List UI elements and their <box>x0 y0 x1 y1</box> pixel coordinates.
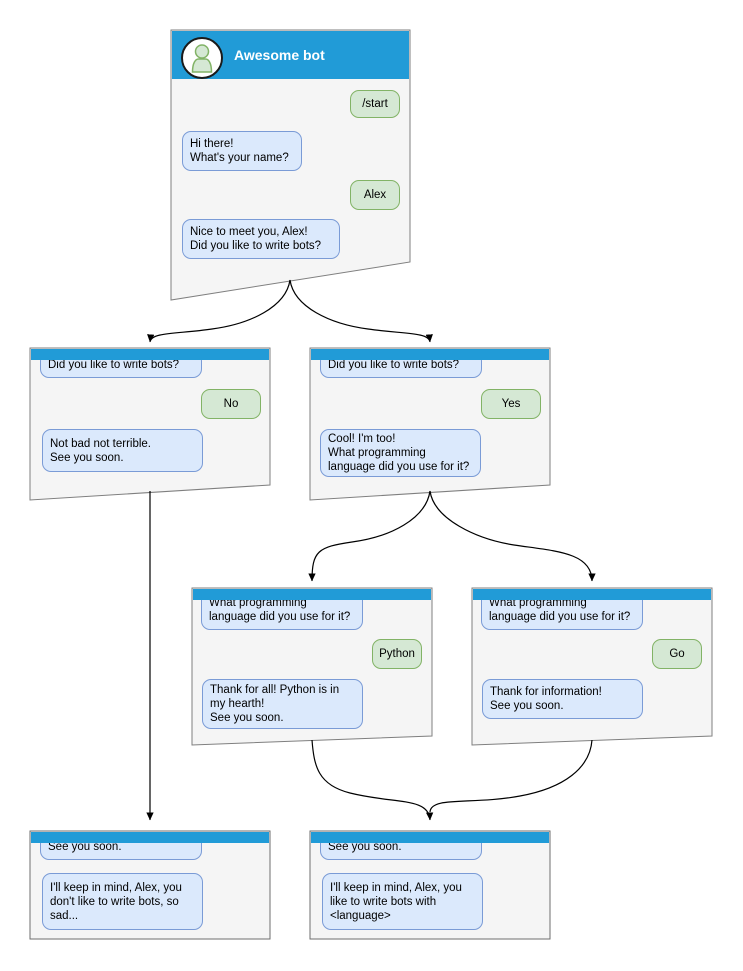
edge-yes-to-python <box>308 490 431 582</box>
bot-message-bubble: Cool! I'm too! What programming language… <box>320 429 481 477</box>
bot-avatar-icon <box>181 37 223 79</box>
node-title-bar <box>193 589 431 600</box>
edge-main-to-yes <box>289 279 433 343</box>
user-message-bubble: /start <box>350 90 400 118</box>
node-end-yes: See you soon. I'll keep in mind, Alex, y… <box>310 831 550 939</box>
node-title-bar <box>311 349 549 360</box>
node-title-bar <box>31 832 269 843</box>
edge-main-to-no <box>147 279 291 343</box>
node-branch-yes: Did you like to write bots? Yes Cool! I'… <box>310 348 550 500</box>
node-branch-no: Did you like to write bots? No Not bad n… <box>30 348 270 500</box>
user-message-bubble: Yes <box>481 389 541 419</box>
bot-message-bubble: I'll keep in mind, Alex, you like to wri… <box>322 873 483 930</box>
node-awesome-bot: Awesome bot /start Hi there! What's your… <box>171 30 410 300</box>
bot-message-bubble: Not bad not terrible. See you soon. <box>42 429 203 472</box>
user-message-bubble: Go <box>652 639 702 669</box>
chat-title: Awesome bot <box>234 47 325 63</box>
bot-message-bubble: I'll keep in mind, Alex, you don't like … <box>42 873 203 930</box>
bot-message-bubble: Nice to meet you, Alex! Did you like to … <box>182 219 340 259</box>
edge-python-to-end <box>311 739 434 821</box>
edge-go-to-end <box>429 739 593 813</box>
node-title-bar <box>31 349 269 360</box>
chat-header: Awesome bot <box>172 31 409 79</box>
bot-message-bubble: Hi there! What's your name? <box>182 131 302 171</box>
bot-message-bubble: Thank for information! See you soon. <box>482 679 643 719</box>
node-branch-go: What programming language did you use fo… <box>472 588 712 745</box>
user-message-bubble: No <box>201 389 261 419</box>
node-title-bar <box>311 832 549 843</box>
user-message-bubble: Python <box>372 639 422 669</box>
node-end-no: See you soon. I'll keep in mind, Alex, y… <box>30 831 270 939</box>
node-title-bar <box>473 589 711 600</box>
node-branch-python: What programming language did you use fo… <box>192 588 432 745</box>
bot-message-bubble: Thank for all! Python is in my hearth! S… <box>202 679 363 729</box>
edge-yes-to-go <box>429 490 596 582</box>
user-message-bubble: Alex <box>350 180 400 210</box>
